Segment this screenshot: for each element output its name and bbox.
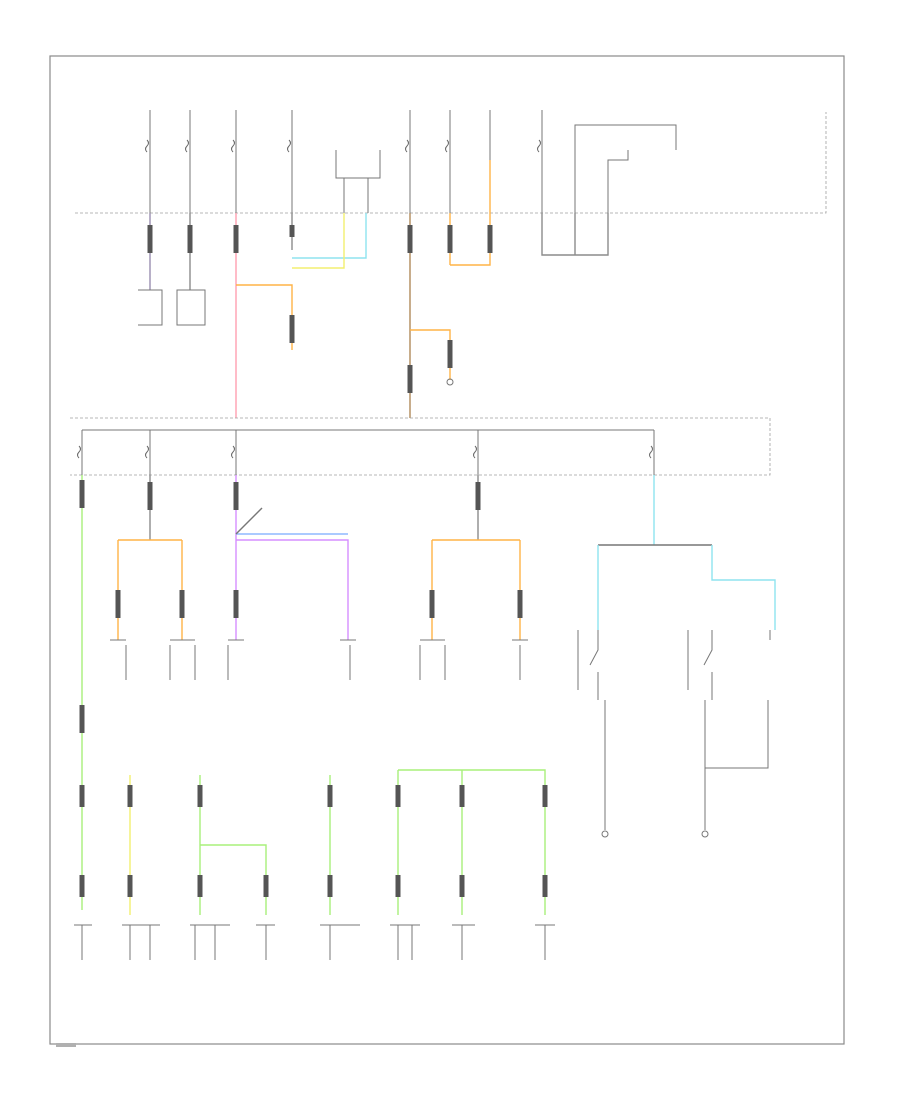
top-feed-wires	[149, 160, 609, 418]
bottom-components	[74, 924, 555, 960]
connector-marks-bottom	[79, 785, 548, 897]
diagram-frame	[49, 55, 845, 1045]
page-marker	[56, 1043, 76, 1047]
bottom-branch-wires	[129, 769, 546, 915]
middle-branch-wires	[81, 475, 776, 910]
connector-marks-top	[147, 225, 493, 393]
right-switch-circuits	[601, 700, 769, 838]
top-components	[138, 289, 454, 386]
central-junction-box	[70, 417, 771, 476]
connector-marks-middle	[79, 480, 523, 733]
middle-components	[110, 630, 771, 700]
battery-junction-box	[75, 110, 827, 214]
